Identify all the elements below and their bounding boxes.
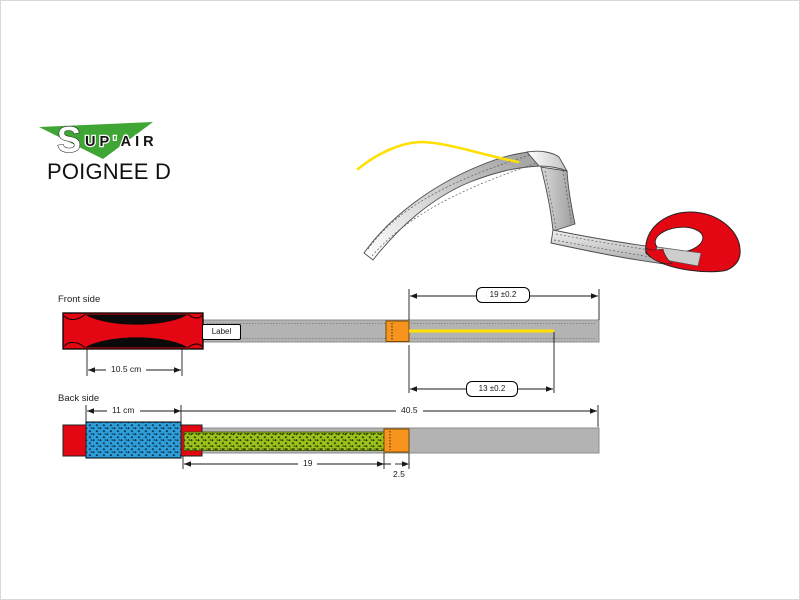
front-view-caption: Front side	[58, 294, 101, 305]
back-blue-webbing	[85, 421, 182, 459]
back-orange-marker	[383, 428, 410, 453]
dim-value-front-yellow-length: 13 ±0.2	[466, 381, 518, 397]
dim-value-back-handle-width: 11 cm	[107, 405, 140, 415]
logo-triangle	[39, 122, 153, 159]
dim-value-front-handle-width: 10.5 cm	[106, 364, 147, 374]
front-view	[62, 289, 600, 393]
dim-back-marker-width	[395, 453, 410, 469]
dim-back-lengths	[85, 405, 599, 427]
back-view-caption: Back side	[58, 393, 100, 404]
logo-text: UP'AIR	[85, 134, 158, 150]
dim-value-back-strap-length: 40.5	[396, 405, 423, 415]
back-view	[62, 405, 600, 469]
dim-back-green-length	[182, 453, 391, 469]
logo-letter-s: S	[57, 119, 81, 160]
front-handle-red-bowtie	[85, 314, 188, 348]
dim-value-back-webbing-length: 19	[298, 458, 318, 468]
page-title: POIGNEE D	[47, 159, 172, 184]
product-illustration	[356, 140, 741, 273]
dim-value-back-marker-width: 2.5	[393, 469, 405, 479]
illustration-strap-upper-arm	[363, 151, 542, 261]
label-tag: Label	[202, 324, 241, 340]
dim-value-front-total: 19 ±0.2	[476, 287, 530, 303]
front-orange-marker	[385, 320, 410, 342]
back-red-cap-left	[62, 424, 87, 457]
front-handle	[62, 312, 204, 350]
illustration-yellow-cord	[356, 140, 520, 171]
illustration-red-loop	[645, 211, 741, 273]
supair-logo: S UP'AIR	[39, 119, 158, 161]
back-green-webbing	[183, 431, 385, 451]
illustration-strap-vertical-arm	[540, 166, 576, 232]
